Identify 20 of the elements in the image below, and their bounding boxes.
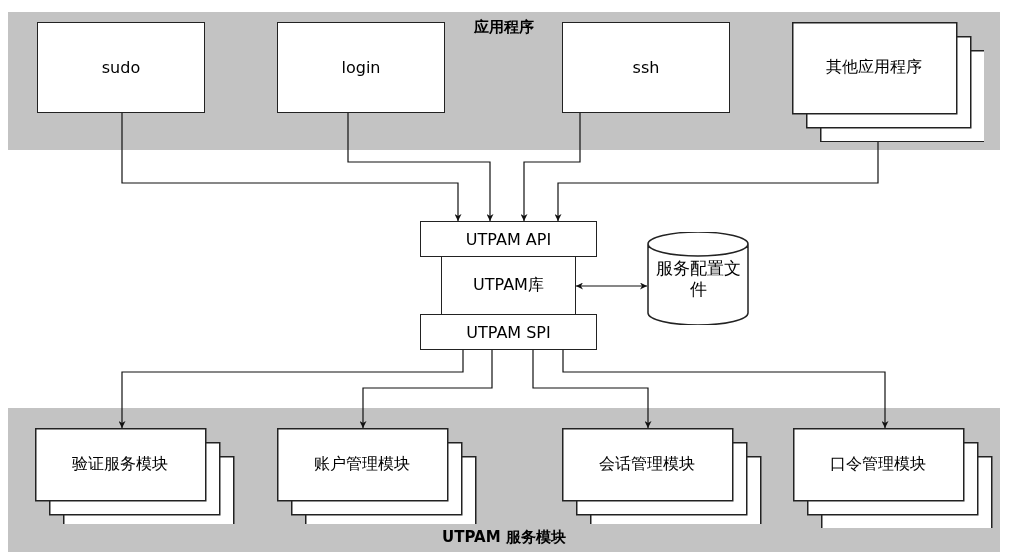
- arrow: [554, 141, 879, 222]
- process-box: UTPAM SPI: [420, 314, 597, 350]
- database-cylinder: 服务配置文件: [647, 232, 749, 325]
- group-band: [8, 12, 1000, 150]
- arrow: [347, 112, 494, 222]
- process-box: login: [277, 22, 445, 113]
- process-box: ssh: [562, 22, 730, 113]
- arrow: [562, 349, 889, 429]
- process-box: sudo: [37, 22, 205, 113]
- band-heading: UTPAM 服务模块: [441, 528, 567, 547]
- arrow: [520, 112, 581, 222]
- process-box: UTPAM库: [441, 256, 576, 315]
- process-box: UTPAM API: [420, 221, 597, 257]
- arrow: [359, 349, 493, 429]
- group-band: [8, 408, 1000, 552]
- arrow: [575, 282, 648, 290]
- arrow: [118, 349, 464, 429]
- band-heading: 应用程序: [473, 18, 535, 37]
- arrow: [121, 112, 462, 222]
- arrow: [532, 349, 652, 429]
